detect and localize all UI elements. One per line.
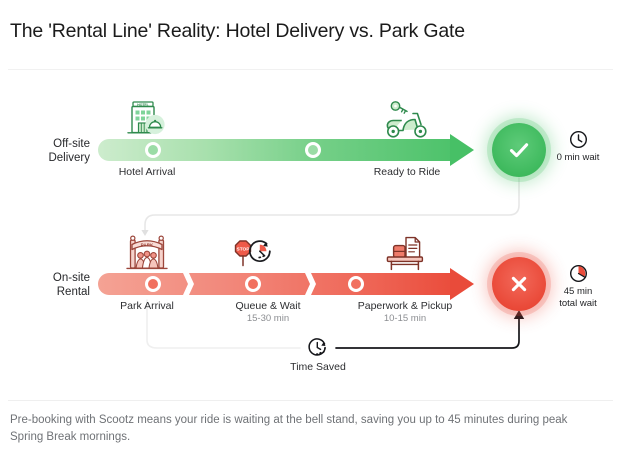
clock-icon [569,130,587,149]
wait-badge-line2: total wait [559,297,597,309]
check-icon [509,143,529,158]
stage-label: Queue & Wait [235,300,301,312]
wait-badge-onsite: 45 min total wait [542,264,614,309]
timeline-node-hotel-arrival[interactable] [145,142,161,158]
wait-badge-line1: 45 min [563,286,593,297]
status-badge-success [492,123,546,177]
stage-caption-park-arrival: Park Arrival [120,300,174,313]
timeline-node-paperwork-pickup[interactable] [348,276,364,292]
row-label-line1: On-site [52,272,90,284]
paperwork-desk-icon [378,231,432,277]
hotel-bell-icon: HOTEL [120,97,174,143]
bar-arrowhead-red [450,268,474,300]
park-gate-icon: PARK [120,231,174,277]
stage-caption-queue-wait: Queue & Wait 15-30 min [236,300,301,325]
bar-notch-2 [305,273,316,295]
page-title: The 'Rental Line' Reality: Hotel Deliver… [10,20,465,42]
timeline-bar-onsite [98,268,496,300]
time-saved-marker: Time Saved [290,337,346,373]
wait-badge-offsite: 0 min wait [542,130,614,164]
divider-bottom [8,400,613,401]
scooter-key-icon [380,97,434,143]
status-badge-failure [492,257,546,311]
row-label-line2: Rental [56,285,90,298]
timeline-node-queue-wait[interactable] [245,276,261,292]
bar-notch-1 [183,273,194,295]
cross-icon [511,276,527,292]
stage-label: Park Arrival [120,300,174,312]
stage-caption-ready-to-ride: Ready to Ride [374,166,441,179]
stage-label: Paperwork & Pickup [357,300,453,312]
row-label-onsite: On-site Rental [12,272,90,299]
row-label-offsite: Off-site Delivery [12,138,90,165]
timeline-bar-offsite [98,134,496,166]
row-label-line2: Delivery [48,151,90,164]
stage-sublabel: 15-30 min [246,313,290,324]
svg-text:STOP: STOP [237,246,251,252]
time-saved-clock-icon [308,338,327,356]
wait-badge-line1: 0 min wait [556,152,600,163]
svg-text:HOTEL: HOTEL [137,103,149,107]
stage-label: Hotel Arrival [118,166,176,178]
svg-text:PARK: PARK [141,243,154,248]
divider-top [8,69,613,70]
stage-label: Ready to Ride [373,166,441,178]
pie-clock-icon [569,264,587,283]
stage-caption-hotel-arrival: Hotel Arrival [119,166,176,179]
bar-body-green [98,139,456,161]
timeline-node-park-arrival[interactable] [145,276,161,292]
timeline-node-ready-to-ride[interactable] [305,142,321,158]
footer-note: Pre-booking with Scootz means your ride … [10,414,568,443]
stage-sublabel: 10-15 min [383,313,427,324]
stop-timer-icon: STOP [226,231,280,277]
stage-caption-paperwork-pickup: Paperwork & Pickup 10-15 min [358,300,453,325]
bar-arrowhead-green [450,134,474,166]
row-label-line1: Off-site [53,138,90,150]
time-saved-label: Time Saved [290,361,346,373]
